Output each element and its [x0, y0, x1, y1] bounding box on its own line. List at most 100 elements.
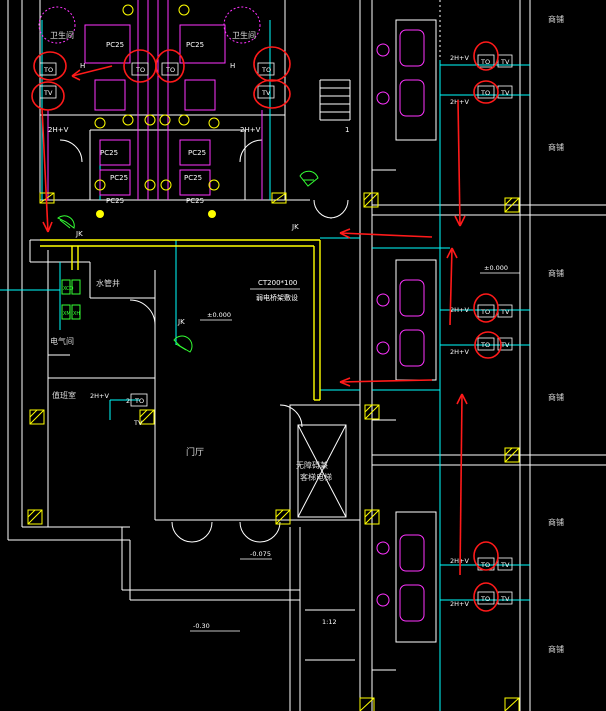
to-label: TO	[43, 66, 53, 74]
tray-label: CT200*100 弱电桥架敷设	[250, 279, 300, 302]
tv-label: TV	[261, 89, 271, 97]
column-icon	[27, 509, 43, 525]
lamp-icon	[96, 210, 104, 218]
jk-label-3: JK	[177, 318, 185, 326]
to-label: TO	[480, 308, 490, 316]
shop-label-3: 商铺	[548, 268, 564, 278]
column-icon	[504, 697, 520, 711]
shop-label-2: 商铺	[548, 142, 564, 152]
tv-label: TV	[500, 58, 510, 66]
pc25-label: PC25	[184, 174, 202, 182]
ramp-label: 1:12	[322, 618, 337, 626]
lamp-icon	[208, 210, 216, 218]
water-room-label: 水管井	[96, 278, 120, 288]
camera-symbols	[57, 170, 319, 353]
pc25-label: PC25	[106, 41, 124, 49]
tray-method: 弱电桥架敷设	[256, 293, 298, 302]
to-label: TO	[480, 58, 490, 66]
stair-hatch	[319, 79, 351, 121]
toilet-label-left: 卫生间	[50, 30, 74, 40]
column-icon	[359, 697, 375, 711]
shop-label-4: 商铺	[548, 392, 564, 402]
panel-label: XCO	[63, 286, 74, 292]
to-label: TO	[480, 561, 490, 569]
to-label: TO	[480, 341, 490, 349]
panel-label: XH	[73, 311, 80, 317]
tv-label: TV	[43, 89, 53, 97]
shop-label-6: 商铺	[548, 644, 564, 654]
shop-label-5: 商铺	[548, 517, 564, 527]
elevator-label-1: 无障碍兼	[296, 460, 328, 470]
pc25-label: PC25	[186, 197, 204, 205]
h-label: H	[80, 62, 85, 70]
column-icon	[363, 192, 379, 208]
pc25-label: PC25	[100, 149, 118, 157]
tv-label: TV	[500, 595, 510, 603]
shop-label-1: 商铺	[548, 14, 564, 24]
level-label: ±0.000	[207, 311, 231, 319]
twohv-label: 2H+V	[90, 392, 109, 400]
level-label: -0.30	[193, 622, 210, 630]
outlet-icon	[39, 54, 513, 605]
tv-label: TV	[500, 89, 510, 97]
twohv-label: 2H+V	[450, 306, 469, 314]
tv-label: TV	[133, 419, 143, 427]
toilet-label-right: 卫生间	[232, 30, 256, 40]
panels	[61, 279, 81, 320]
cable-routes	[0, 20, 530, 711]
structural-columns	[27, 192, 520, 711]
column-icon	[275, 509, 291, 525]
twohv-label: 2H+V	[450, 54, 469, 62]
column-icon	[364, 509, 380, 525]
column-icon	[139, 409, 155, 425]
building-walls	[7, 0, 606, 711]
twohv-label: 2H+V	[240, 126, 261, 134]
twohv-label: 2H+V	[450, 98, 469, 106]
electrical-room-label: 电气间	[50, 336, 74, 346]
jk-label-1: JK	[75, 230, 83, 238]
tv-label: TV	[500, 341, 510, 349]
lamp-dots	[96, 210, 216, 218]
toilet-fixtures	[38, 0, 425, 622]
tv-label: TV	[500, 308, 510, 316]
to-label: TO	[480, 595, 490, 603]
tv-label: TV	[500, 561, 510, 569]
pc25-label: PC25	[186, 41, 204, 49]
level-label: ±0.000	[484, 264, 508, 272]
mark-1: 1	[345, 126, 349, 134]
twohv-label: 2H+V	[48, 126, 69, 134]
level-label: -0.075	[250, 550, 271, 558]
jk-label-2: JK	[291, 223, 299, 231]
to-label: TO	[480, 89, 490, 97]
column-icon	[504, 447, 520, 463]
camera-icon	[57, 215, 75, 229]
lobby-label: 门厅	[186, 446, 204, 458]
panel-label: XM	[63, 311, 71, 317]
twohv-label: 2H+V	[450, 348, 469, 356]
column-icon	[504, 197, 520, 213]
pc25-label: PC25	[110, 174, 128, 182]
two-label: 2	[126, 397, 130, 405]
pc25-label: PC25	[188, 149, 206, 157]
to-label: TO	[261, 66, 271, 74]
column-icon	[271, 192, 287, 204]
h-label: H	[230, 62, 235, 70]
red-annotations	[31, 41, 502, 612]
cable-tray	[40, 239, 321, 401]
camera-icon	[299, 170, 319, 187]
to-label: TO	[135, 66, 145, 74]
pc25-label: PC25	[106, 197, 124, 205]
to-label: TO	[134, 397, 144, 405]
tray-spec: CT200*100	[258, 279, 297, 287]
camera-icon	[173, 335, 193, 353]
column-icon	[364, 404, 380, 420]
column-icon	[29, 409, 45, 425]
duty-room-label: 值班室	[52, 390, 76, 400]
room-labels: 商铺 商铺 商铺 商铺 商铺 商铺 卫生间 卫生间 水管井 电气间 值班室 门厅…	[50, 14, 564, 654]
to-label: TO	[165, 66, 175, 74]
sensor-markers	[94, 4, 220, 191]
twohv-label: 2H+V	[450, 600, 469, 608]
outlets: TO TV TO TO TO TV 2H+V 2H+V TO TO TV TV …	[39, 54, 513, 608]
elevator-label-2: 客梯电梯	[300, 472, 332, 482]
